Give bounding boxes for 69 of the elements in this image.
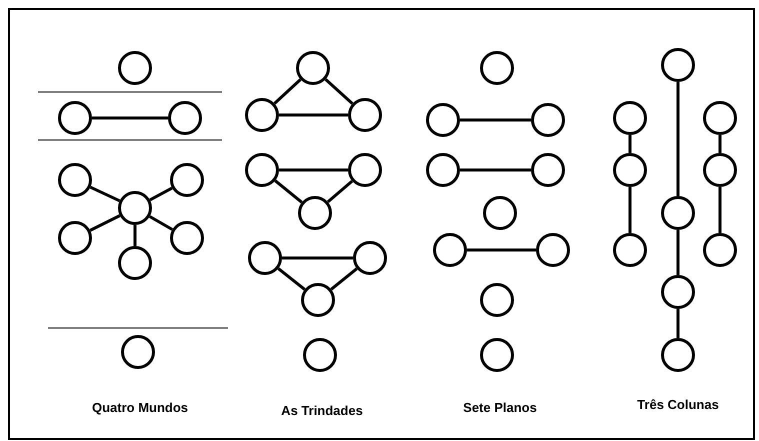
connector-line — [467, 248, 536, 252]
caption: Sete Planos — [463, 400, 537, 415]
connector-line — [718, 135, 722, 153]
circle-node — [170, 221, 204, 255]
circle-node — [613, 233, 647, 267]
connector-line — [274, 180, 303, 204]
connector-line — [676, 82, 680, 196]
circle-node — [613, 101, 647, 135]
connector-line — [92, 116, 168, 120]
connector-line — [460, 168, 531, 172]
connector-line — [460, 118, 531, 122]
circle-node — [296, 51, 330, 85]
caption: Três Colunas — [637, 397, 719, 412]
connector-line — [90, 214, 120, 232]
circle-node — [661, 48, 695, 82]
circle-node — [301, 283, 335, 317]
circle-node — [348, 153, 382, 187]
circle-node — [613, 153, 647, 187]
circle-node — [480, 51, 514, 85]
connector-line — [282, 256, 353, 260]
connector-line — [273, 78, 302, 105]
circle-node — [531, 103, 565, 137]
circle-node — [433, 233, 467, 267]
circle-node — [303, 338, 337, 372]
connector-line — [148, 215, 174, 231]
connector-line — [628, 135, 632, 153]
circle-node — [480, 338, 514, 372]
circle-node — [298, 196, 332, 230]
circle-node — [245, 153, 279, 187]
circle-node — [703, 101, 737, 135]
circle-node — [121, 335, 155, 369]
circle-node — [426, 103, 460, 137]
circle-node — [661, 275, 695, 309]
connector-line — [676, 309, 680, 338]
circle-node — [661, 196, 695, 230]
circle-node — [118, 51, 152, 85]
connector-line — [277, 267, 306, 291]
circle-node — [661, 338, 695, 372]
connector-line — [90, 186, 120, 202]
circle-node — [703, 153, 737, 187]
caption: As Trindades — [281, 403, 363, 418]
circle-node — [58, 101, 92, 135]
circle-node — [118, 191, 152, 225]
connector-line — [718, 187, 722, 233]
circle-node — [703, 233, 737, 267]
connector-line — [676, 230, 680, 275]
circle-node — [58, 221, 92, 255]
connector-line — [326, 180, 354, 204]
connector-line — [134, 225, 136, 246]
circle-node — [168, 101, 202, 135]
circle-node — [58, 163, 92, 197]
circle-node — [536, 233, 570, 267]
connector-line — [149, 186, 173, 202]
circle-node — [118, 246, 152, 280]
circle-node — [170, 163, 204, 197]
connector-line — [330, 268, 358, 290]
circle-node — [248, 241, 282, 275]
circle-node — [245, 98, 279, 132]
connector-line — [279, 168, 348, 172]
circle-node — [426, 153, 460, 187]
circle-node — [531, 153, 565, 187]
caption: Quatro Mundos — [92, 400, 188, 415]
circle-node — [483, 196, 517, 230]
circle-node — [353, 241, 387, 275]
circle-node — [348, 98, 382, 132]
circle-node — [480, 283, 514, 317]
connector-line — [279, 114, 348, 116]
connector-line — [324, 78, 354, 105]
connector-line — [628, 187, 632, 233]
